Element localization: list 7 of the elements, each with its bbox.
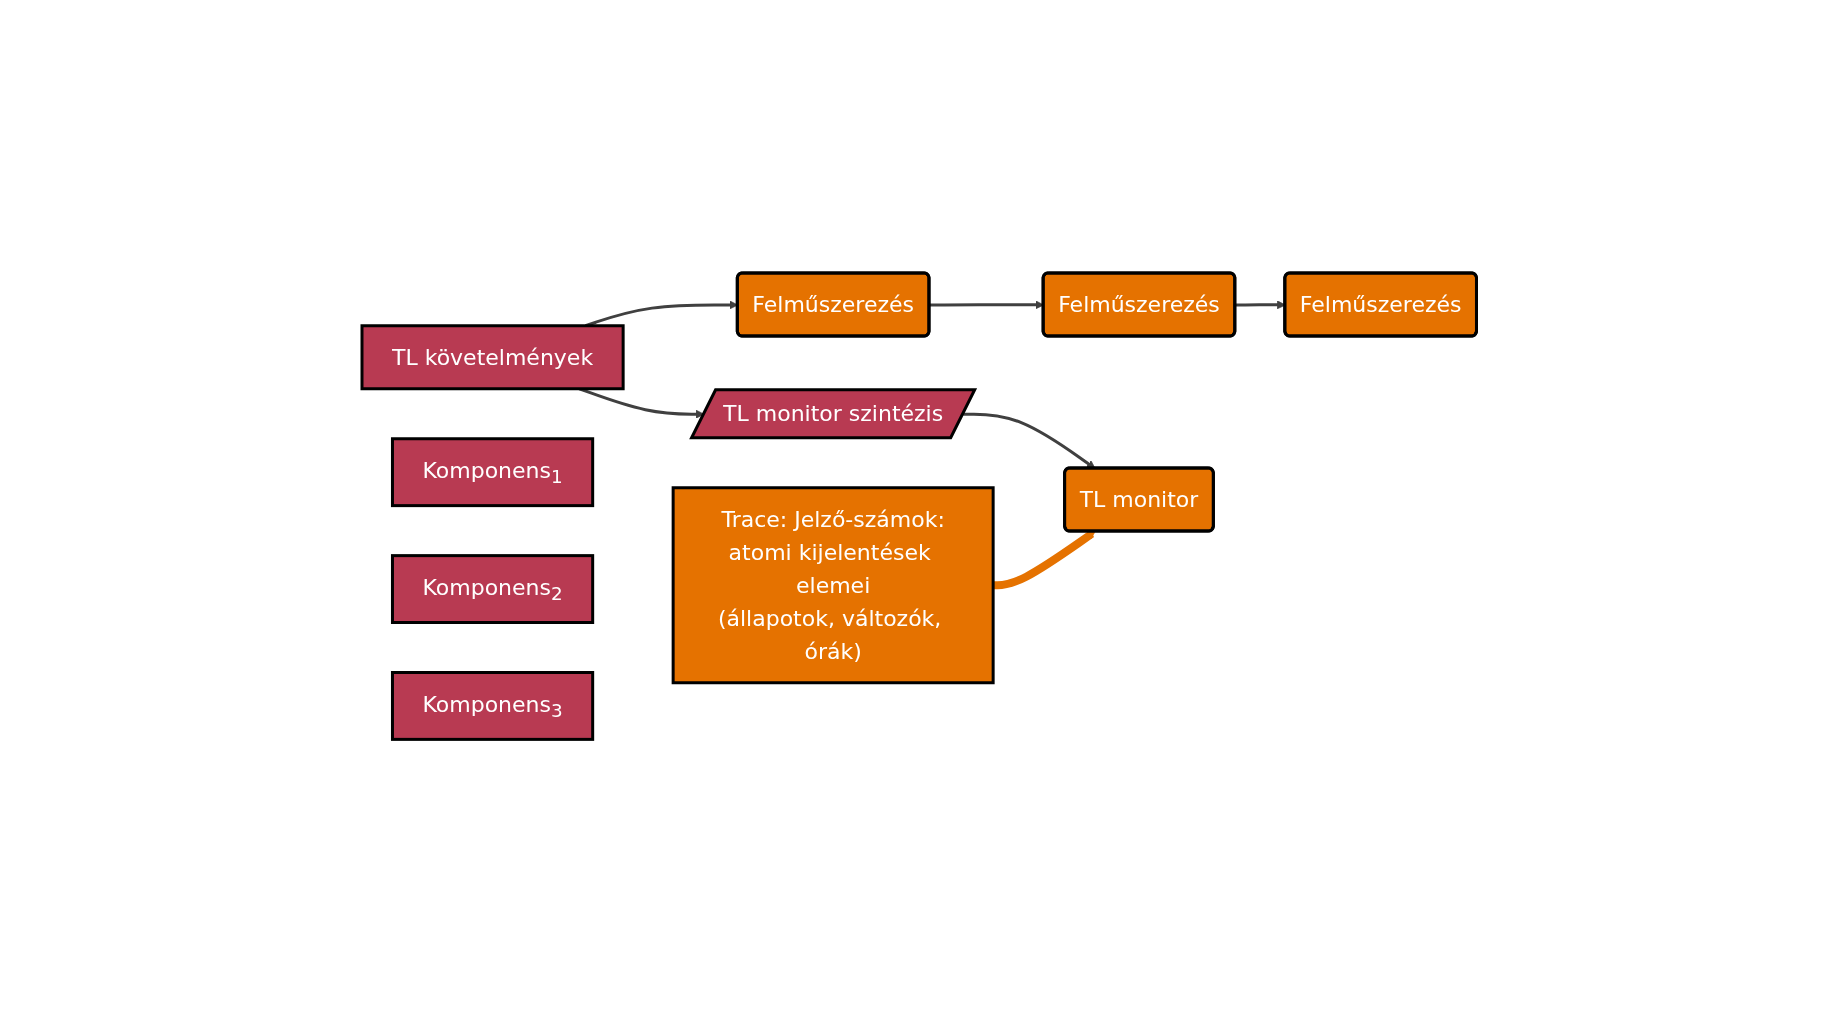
node-box: Komponens$_{1}$ — [391, 437, 595, 507]
node-box: Trace: Jelző-számok: atomi kijelentések elemei (állapotok, változók, órák) — [671, 486, 995, 685]
arrow — [1235, 300, 1286, 310]
node-box: Komponens$_{3}$ — [391, 670, 595, 741]
node-box: TL követelmények — [360, 324, 625, 391]
node-box: Komponens$_{2}$ — [391, 553, 595, 624]
arrow — [993, 530, 1096, 590]
